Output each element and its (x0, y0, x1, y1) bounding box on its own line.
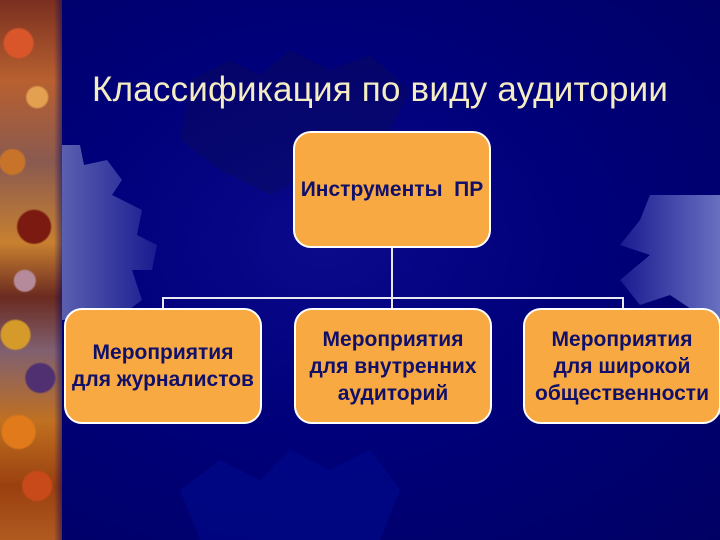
gear-icon (180, 450, 400, 540)
gear-icon (62, 145, 157, 320)
slide-title: Классификация по виду аудитории (92, 70, 669, 109)
org-node-general-public-label: Мероприятия для широкой общественности (535, 327, 709, 405)
connector-middle (391, 297, 393, 311)
connector-right (622, 297, 624, 311)
org-node-internal-audiences: Мероприятия для внутренних аудиторий (294, 308, 492, 424)
connector-root-vertical (391, 246, 393, 298)
org-node-general-public: Мероприятия для широкой общественности (523, 308, 720, 424)
connector-horizontal (162, 297, 624, 299)
org-node-root: Инструменты ПР (293, 131, 491, 248)
decorative-gear-strip (0, 0, 62, 540)
org-node-journalists: Мероприятия для журналистов (64, 308, 262, 424)
connector-left (162, 297, 164, 311)
org-node-internal-audiences-label: Мероприятия для внутренних аудиторий (309, 327, 477, 405)
org-node-journalists-label: Мероприятия для журналистов (72, 341, 254, 391)
org-node-root-label: Инструменты ПР (300, 178, 484, 201)
